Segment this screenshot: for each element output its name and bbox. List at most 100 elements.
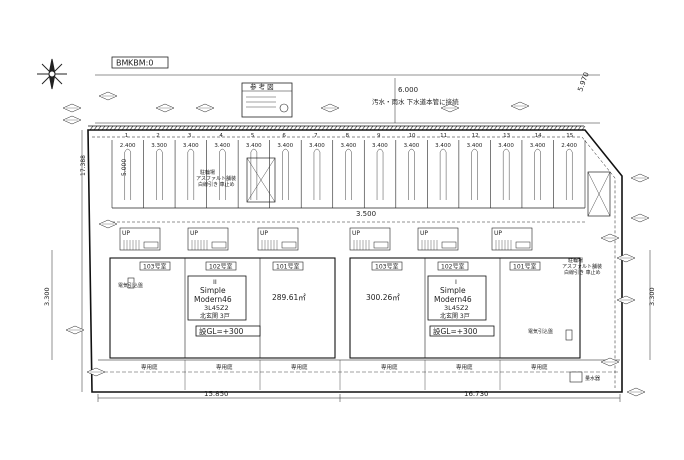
wall-hatch bbox=[113, 125, 118, 131]
wall-hatch bbox=[513, 125, 518, 131]
wall-hatch bbox=[549, 125, 554, 131]
wall-hatch bbox=[185, 125, 190, 131]
width-dimension: 3.400 bbox=[309, 143, 325, 149]
wall-hatch bbox=[209, 125, 214, 131]
parking-number: 1 bbox=[125, 133, 128, 139]
wall-hatch bbox=[341, 125, 346, 131]
wall-hatch bbox=[429, 125, 434, 131]
wall-hatch bbox=[213, 125, 218, 131]
bicycle-parking-right: 駐輪場 アスファルト舗装 白線引き 車止め bbox=[562, 171, 611, 276]
parking-number: 4 bbox=[219, 133, 223, 139]
width-dimension: 3.400 bbox=[404, 143, 420, 149]
level-tag bbox=[281, 241, 297, 249]
right-dimension: 3.300 bbox=[648, 287, 656, 306]
wall-hatch bbox=[221, 125, 226, 131]
width-dimension: 3.400 bbox=[277, 143, 293, 149]
road-width-label-right: 5.970 bbox=[576, 71, 590, 93]
wall-hatch bbox=[337, 125, 342, 131]
ev-label-right: 電気引込盤 bbox=[528, 328, 553, 335]
left-lower-dimension: 3.300 bbox=[43, 287, 51, 306]
car-stop bbox=[534, 148, 541, 200]
wall-hatch bbox=[381, 125, 386, 131]
building-spec: 3L45Z2 bbox=[204, 304, 229, 312]
wall-hatch bbox=[329, 125, 334, 131]
building-name-line2: Modern46 bbox=[434, 295, 472, 304]
floor-area: 289.61㎡ bbox=[272, 293, 306, 302]
wall-hatch bbox=[489, 125, 494, 131]
wall-hatch bbox=[269, 125, 274, 131]
wall-hatch bbox=[281, 125, 286, 131]
entry-porch bbox=[257, 227, 299, 251]
car-stop bbox=[345, 148, 352, 200]
unit-label: 101号室 bbox=[276, 263, 299, 271]
wall-hatch bbox=[309, 125, 314, 131]
wall-hatch bbox=[229, 125, 234, 131]
wall-hatch bbox=[577, 125, 582, 131]
wall-hatch bbox=[125, 125, 130, 131]
wall-hatch bbox=[417, 125, 422, 131]
wall-hatch bbox=[149, 125, 154, 131]
wall-hatch bbox=[225, 125, 230, 131]
site-boundary bbox=[87, 129, 623, 393]
wall-hatch bbox=[425, 125, 430, 131]
parking-number: 15 bbox=[566, 133, 573, 139]
wall-hatch bbox=[473, 125, 478, 131]
bicycle-left-line3: 白線引き 車止め bbox=[198, 181, 235, 188]
wall-hatch bbox=[197, 125, 202, 131]
building-id: II bbox=[213, 278, 217, 286]
entry-porch bbox=[491, 227, 533, 251]
level-tag bbox=[143, 241, 159, 249]
wall-hatch bbox=[157, 125, 162, 131]
reference-box-title: 参 考 図 bbox=[250, 82, 274, 91]
wall-hatch bbox=[237, 125, 242, 131]
wall-hatch bbox=[141, 125, 146, 131]
wall-hatch bbox=[357, 125, 362, 131]
wall-hatch bbox=[153, 125, 158, 131]
width-dimension: 3.400 bbox=[214, 143, 230, 149]
wall-hatch bbox=[505, 125, 510, 131]
wall-hatch bbox=[421, 125, 426, 131]
car-stop bbox=[502, 148, 510, 200]
wall-hatch bbox=[265, 125, 270, 131]
level-tag bbox=[211, 241, 227, 249]
car-stop bbox=[250, 148, 258, 200]
wall-hatch bbox=[501, 125, 506, 131]
wall-hatch bbox=[441, 125, 446, 131]
wall-hatch bbox=[525, 125, 530, 131]
building-i: 103号室 102号室 101号室 I Simple Modern46 3L45… bbox=[349, 257, 581, 359]
private-garden-label: 専用庭 bbox=[381, 363, 398, 371]
car-stop bbox=[313, 148, 321, 200]
wall-hatch bbox=[529, 125, 534, 131]
wall-hatch bbox=[477, 125, 482, 131]
wall-hatch bbox=[465, 125, 470, 131]
wall-hatch bbox=[445, 125, 450, 131]
parking-number: 9 bbox=[377, 133, 381, 139]
wall-hatch bbox=[165, 125, 170, 131]
survey-level-markers bbox=[62, 91, 650, 397]
width-dimension: 3.400 bbox=[183, 143, 199, 149]
wall-hatch bbox=[493, 125, 498, 131]
unit-label: 102号室 bbox=[441, 263, 464, 271]
wall-hatch bbox=[461, 125, 466, 131]
bicycle-right-line2: アスファルト舗装 bbox=[562, 263, 602, 270]
building-spec-2: 北玄関 3戸 bbox=[440, 312, 470, 320]
wall-hatch bbox=[249, 125, 254, 131]
building-name-line1: Simple bbox=[440, 286, 466, 295]
bicycle-right-line1: 駐輪場 bbox=[568, 257, 583, 264]
road: 6.000 汚水・雨水 下水道本管に接続 5.970 bbox=[95, 71, 600, 124]
parking-number: 7 bbox=[314, 133, 318, 139]
width-dimension: 3.400 bbox=[467, 143, 483, 149]
wall-hatch bbox=[573, 125, 578, 131]
parking-number: 10 bbox=[409, 133, 416, 139]
water-meter: 量水器 bbox=[569, 371, 600, 383]
wall-hatch bbox=[321, 125, 326, 131]
wall-hatch bbox=[97, 125, 102, 131]
car-stop bbox=[439, 148, 447, 200]
width-dimension: 3.400 bbox=[530, 143, 546, 149]
reference-box: 参 考 図 bbox=[241, 82, 293, 118]
entry-porch bbox=[417, 227, 459, 251]
up-label: UP bbox=[420, 230, 428, 237]
wall-hatch bbox=[129, 125, 134, 131]
car-stop bbox=[471, 148, 478, 200]
